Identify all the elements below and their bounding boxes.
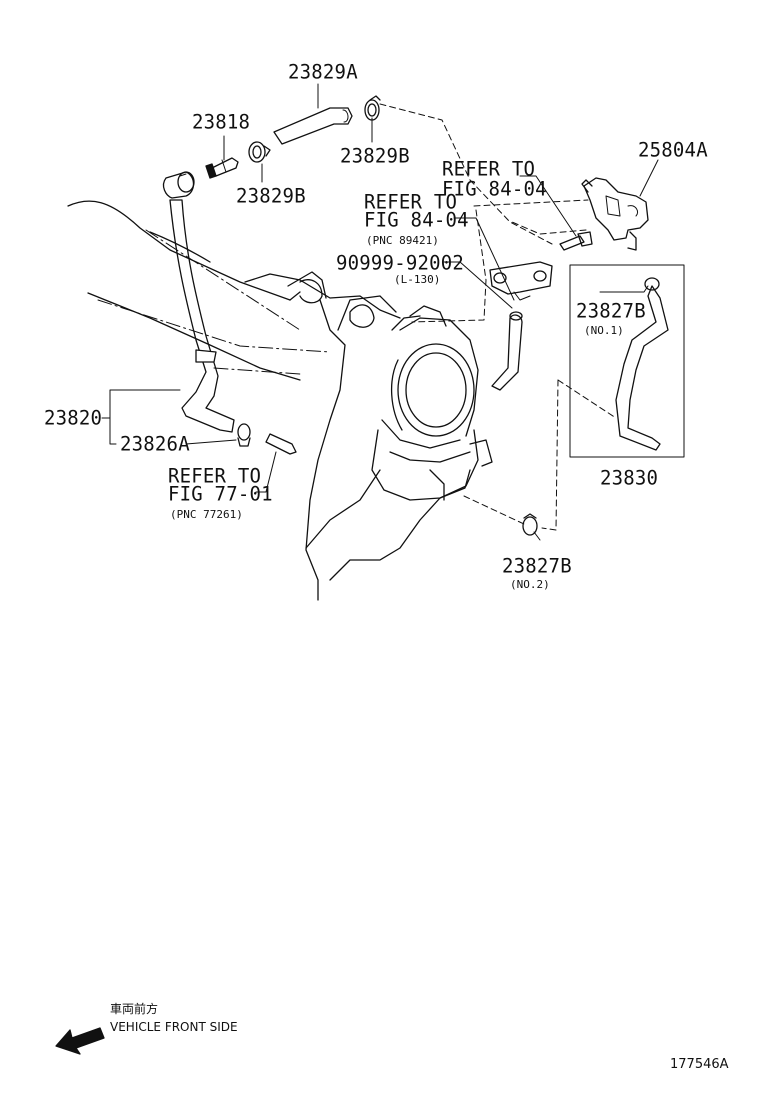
label-23827B-top: 23827B: [576, 299, 646, 323]
label-ref2-line1: REFER TO: [364, 190, 458, 214]
label-23827B-top-note: (NO.1): [584, 324, 624, 337]
legend-en-label: VEHICLE FRONT SIDE: [110, 1020, 238, 1034]
bracket-fig84: [489, 261, 553, 301]
legend-jp-label: 車両前方: [110, 1002, 159, 1016]
label-23829B-top: 23829B: [340, 144, 410, 168]
label-23827B-bottom-note: (NO.2): [510, 578, 550, 591]
label-leader-lines: [101, 83, 659, 541]
fitting-23818: [205, 157, 239, 179]
hose-small: [491, 311, 523, 391]
label-23818: 23818: [192, 110, 251, 134]
clamp-23827B-bottom: [522, 513, 538, 536]
label-90999-92002: 90999-92002: [336, 251, 465, 275]
hose-23829A: [273, 107, 353, 145]
clamp-23829B-top: [364, 95, 381, 121]
throttle-body: [299, 279, 493, 501]
label-ref3-pnc: (PNC 77261): [170, 508, 243, 521]
label-23830: 23830: [600, 466, 659, 490]
label-ref2-line2: FIG 84-04: [364, 208, 469, 232]
clamp-23826A: [237, 423, 251, 447]
diagram-id: 177546A: [670, 1057, 729, 1072]
label-ref2-pnc: (PNC 89421): [366, 234, 439, 247]
left-down-arrow-icon: [55, 1027, 105, 1055]
label-ref3-line2: FIG 77-01: [168, 482, 273, 506]
label-23829B-mid: 23829B: [236, 184, 306, 208]
leader-lines-dashdot: [97, 229, 331, 375]
hose-fig77: [265, 433, 297, 455]
label-23826A: 23826A: [120, 432, 190, 456]
hose-23830-box: [569, 264, 685, 458]
label-ref1-line1: REFER TO: [442, 157, 536, 181]
connection-lines-dashed: [379, 103, 617, 531]
label-23820: 23820: [44, 406, 103, 430]
label-ref3-line1: REFER TO: [168, 464, 262, 488]
label-25804A: 25804A: [638, 138, 708, 162]
label-ref1-line2: FIG 84-04: [442, 177, 547, 201]
clamp-23829B-mid: [248, 141, 271, 163]
vsv-25804A: [581, 177, 649, 251]
label-23829A: 23829A: [288, 60, 358, 84]
label-90999-note: (L-130): [394, 273, 441, 286]
label-23827B-bottom: 23827B: [502, 554, 572, 578]
bolt-90999: [559, 231, 593, 251]
hose-23820: [162, 171, 235, 433]
